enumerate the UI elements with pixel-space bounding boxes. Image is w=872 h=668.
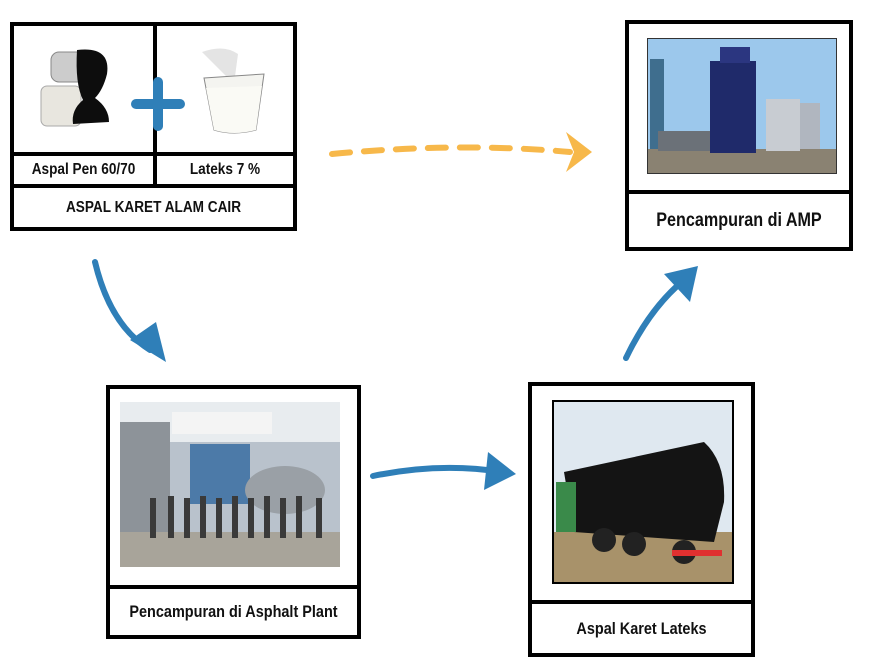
divider xyxy=(629,190,849,194)
bitumen-can-image xyxy=(40,49,109,127)
asphalt-plant-photo xyxy=(120,402,340,567)
amp-box: Pencampuran di AMP xyxy=(625,20,853,251)
asphalt-plant-label: Pencampuran di Asphalt Plant xyxy=(129,602,338,621)
tanker-label: Aspal Karet Lateks xyxy=(576,618,707,638)
divider xyxy=(532,600,751,604)
asphalt-plant-box: Pencampuran di Asphalt Plant xyxy=(106,385,361,639)
divider xyxy=(14,152,293,156)
arrow-to-amp xyxy=(623,266,698,361)
divider xyxy=(14,184,293,188)
bitumen-label: Aspal Pen 60/70 xyxy=(31,161,136,178)
divider xyxy=(110,585,357,589)
dashed-arrow-to-amp xyxy=(329,132,592,172)
arrow-to-tanker xyxy=(370,452,516,490)
tanker-box: Aspal Karet Lateks xyxy=(528,382,755,657)
amp-label: Pencampuran di AMP xyxy=(656,209,822,231)
raw-materials-box: Aspal Pen 60/70 Lateks 7 % ASPAL KARET A… xyxy=(10,22,297,231)
arrow-to-asphalt-plant xyxy=(92,259,166,362)
latex-label: Lateks 7 % xyxy=(189,161,261,178)
amp-photo xyxy=(647,38,837,174)
plus-icon xyxy=(131,77,185,131)
latex-beaker-image xyxy=(202,48,265,134)
product-label: ASPAL KARET ALAM CAIR xyxy=(65,198,242,216)
tanker-photo xyxy=(552,400,734,584)
